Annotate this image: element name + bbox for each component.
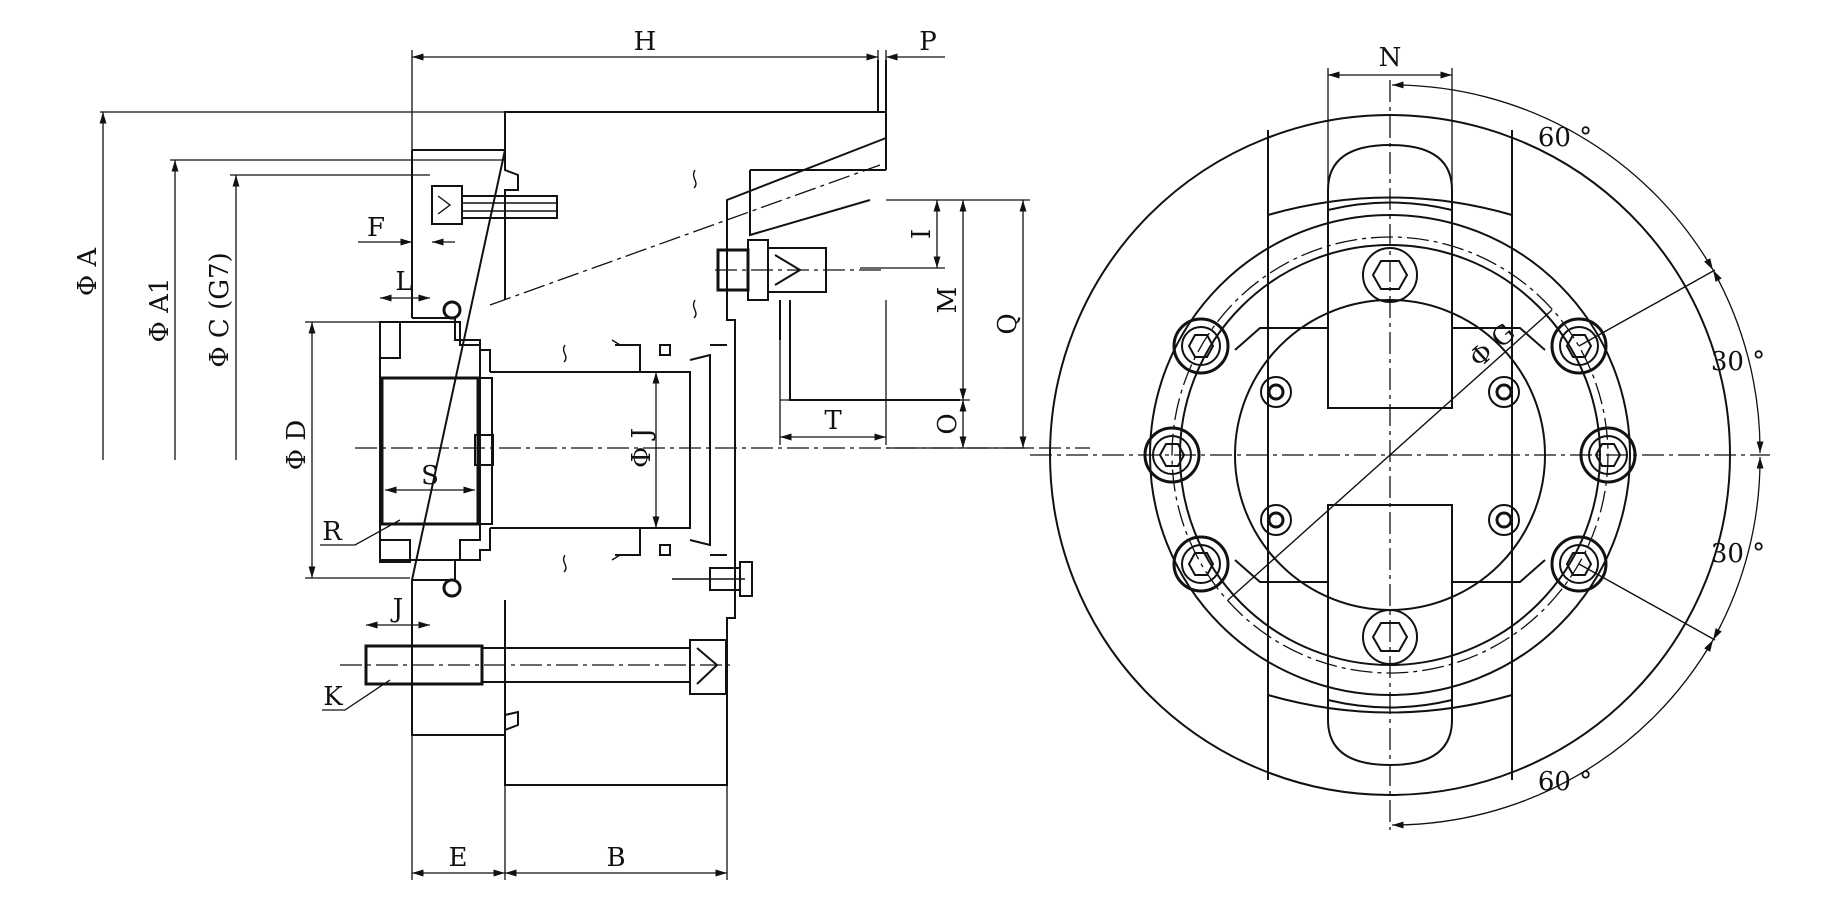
outer-bolt-lower-left bbox=[1172, 535, 1230, 593]
dim-label-B: B bbox=[606, 843, 625, 873]
dim-label-N: N bbox=[1379, 43, 1402, 73]
dim-label-F: F bbox=[367, 213, 385, 243]
section-view bbox=[340, 60, 1090, 786]
top-screw bbox=[431, 185, 558, 225]
angle-label-right-upper: 30 ° bbox=[1711, 347, 1765, 377]
dim-label-phiA1: Φ A1 bbox=[145, 278, 175, 343]
dim-label-T: T bbox=[824, 406, 842, 436]
right-screw bbox=[715, 239, 886, 301]
leader-R bbox=[320, 519, 401, 546]
dimensions-left: H P Φ A Φ A1 Φ C (G7) F L Φ D S Φ J bbox=[73, 27, 1030, 880]
bore-screws bbox=[379, 300, 462, 598]
outer-bolt-upper-right bbox=[1550, 317, 1608, 375]
body-outline bbox=[411, 111, 887, 786]
dim-label-S: S bbox=[421, 461, 439, 491]
dim-label-E: E bbox=[449, 843, 468, 873]
inner-screws bbox=[1260, 376, 1520, 536]
phiG-leader bbox=[1227, 309, 1553, 601]
angle-arc-bottom bbox=[1391, 639, 1714, 829]
dim-label-O: O bbox=[933, 413, 963, 434]
leader-K bbox=[322, 679, 391, 711]
dim-label-H: H bbox=[634, 27, 657, 57]
dim-label-phiD: Φ D bbox=[282, 420, 312, 470]
taper-centerline bbox=[489, 164, 881, 306]
front-view: N Φ G 60 ° 30 ° 30 ° 60 ° bbox=[1030, 43, 1770, 830]
break-marks bbox=[562, 169, 697, 573]
outer-bolt-upper-left bbox=[1172, 317, 1230, 375]
dim-label-R: R bbox=[322, 517, 343, 547]
angle-arc-right-lower bbox=[1712, 456, 1764, 641]
small-right-screw bbox=[672, 561, 753, 597]
dim-label-Q: Q bbox=[993, 313, 1023, 334]
dim-label-M: M bbox=[933, 287, 963, 314]
dim-label-phiA: Φ A bbox=[73, 247, 103, 297]
inner-bore bbox=[379, 321, 727, 561]
angle-arc-top bbox=[1391, 81, 1714, 271]
dim-label-phiJ: Φ J bbox=[627, 428, 657, 468]
angle-label-bottom: 60 ° bbox=[1538, 767, 1592, 797]
outer-bolt-lower-right bbox=[1550, 535, 1608, 593]
dim-label-L: L bbox=[395, 267, 412, 297]
jaw-guides bbox=[1234, 327, 1546, 583]
dim-label-K: K bbox=[323, 682, 343, 712]
ray-upper bbox=[1578, 269, 1716, 347]
angle-label-top: 60 ° bbox=[1538, 123, 1592, 153]
ray-lower bbox=[1578, 563, 1716, 641]
dim-label-P: P bbox=[919, 27, 937, 57]
dim-label-J: J bbox=[390, 594, 403, 624]
bottom-bolt bbox=[340, 639, 730, 695]
angle-label-right-lower: 30 ° bbox=[1711, 539, 1765, 569]
dim-label-phiC: Φ C (G7) bbox=[205, 252, 235, 367]
dim-label-I: I bbox=[907, 229, 937, 239]
angle-arc-right-upper bbox=[1712, 269, 1764, 454]
